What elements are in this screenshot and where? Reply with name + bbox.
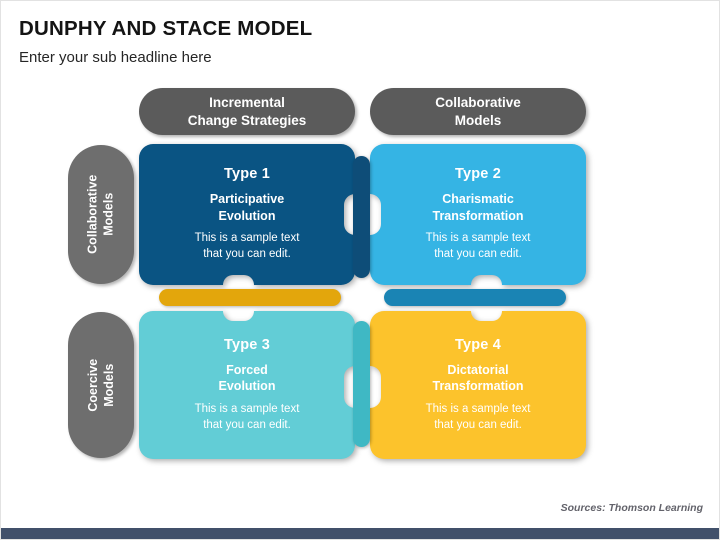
connector-vertical-top: [353, 156, 370, 278]
card-shape-type-4: [370, 311, 586, 459]
card-type-label: Type 4: [454, 336, 502, 353]
source-credit: Sources: Thomson Learning: [560, 502, 703, 514]
card-type-label: Type 3: [223, 336, 271, 353]
page-title: DUNPHY AND STACE MODEL: [19, 17, 313, 40]
card-type-label: Type 1: [223, 166, 271, 183]
card-shape-path: [370, 144, 586, 285]
page-subtitle: Enter your sub headline here: [19, 49, 212, 66]
connector-horizontal-left: [159, 289, 341, 306]
bottom-accent-bar: [1, 528, 719, 539]
connector-horizontal-right: [384, 289, 566, 306]
card-shape-path: [139, 144, 355, 285]
card-shape-type-2: [370, 144, 586, 285]
card-shape-path: [139, 311, 355, 459]
connector-vertical-bottom: [353, 321, 370, 447]
card-shape-type-1: [139, 144, 355, 285]
card-type-label: Type 2: [454, 166, 502, 183]
card-shape-type-3: [139, 311, 355, 459]
card-shape-path: [370, 311, 586, 459]
